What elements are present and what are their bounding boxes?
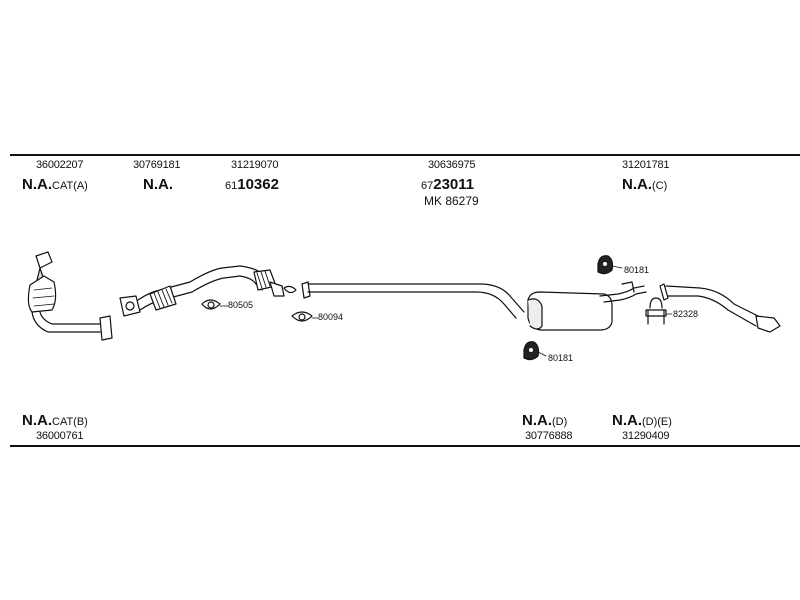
bottom-part-name-3-suffix: (D)(E) xyxy=(642,416,672,428)
article-number-3-prefix: 61 xyxy=(225,180,238,192)
clamp-82328 xyxy=(645,297,667,325)
bottom-part-name-2-text: N.A. xyxy=(522,412,552,429)
mk-number-4: MK 86279 xyxy=(424,194,479,208)
part-name-5: N.A.(C) xyxy=(622,177,667,192)
part-number-4: 30636975 xyxy=(428,159,476,171)
top-divider xyxy=(10,154,800,156)
bottom-part-number-2: 30776888 xyxy=(525,430,573,442)
bottom-part-name-1-text: N.A. xyxy=(22,412,52,429)
middle-pipe xyxy=(301,281,525,319)
article-number-4-main: 23011 xyxy=(433,176,475,193)
part-number-3: 31219070 xyxy=(231,159,279,171)
part-number-2: 30769181 xyxy=(133,159,181,171)
part-number-5: 31201781 xyxy=(622,159,670,171)
callout-80181-top: 80181 xyxy=(624,265,650,275)
rubber-hanger-bottom xyxy=(523,341,540,361)
gasket-small xyxy=(283,285,297,294)
gasket-80505 xyxy=(201,299,221,310)
bottom-part-number-1: 36000761 xyxy=(36,430,84,442)
bottom-part-name-1: N.A.CAT(B) xyxy=(22,413,88,428)
bottom-part-name-3: N.A.(D)(E) xyxy=(612,413,672,428)
callout-80505: 80505 xyxy=(228,300,254,310)
bottom-part-name-2: N.A.(D) xyxy=(522,413,567,428)
bottom-part-name-1-suffix: CAT(B) xyxy=(52,416,88,428)
bottom-part-name-2-suffix: (D) xyxy=(552,416,568,428)
article-number-3: 6110362 xyxy=(225,177,279,192)
callout-80094: 80094 xyxy=(318,312,344,322)
front-pipe-flex xyxy=(119,265,285,317)
part-name-5-text: N.A. xyxy=(622,176,652,193)
rear-silencer xyxy=(527,281,647,331)
article-number-4: 6723011 xyxy=(421,177,474,192)
catalytic-converter xyxy=(27,251,113,341)
part-name-1: N.A.CAT(A) xyxy=(22,177,88,192)
bottom-part-number-3: 31290409 xyxy=(622,430,670,442)
part-name-1-suffix: CAT(A) xyxy=(52,180,88,192)
callout-80181-bottom: 80181 xyxy=(548,353,574,363)
callout-82328: 82328 xyxy=(673,309,699,319)
tail-pipe xyxy=(659,283,781,333)
bottom-divider xyxy=(10,445,800,447)
article-number-3-main: 10362 xyxy=(237,176,279,193)
article-number-4-prefix: 67 xyxy=(421,180,434,192)
part-number-1: 36002207 xyxy=(36,159,84,171)
part-name-1-text: N.A. xyxy=(22,176,52,193)
rubber-hanger-top xyxy=(597,255,614,275)
part-name-5-suffix: (C) xyxy=(652,180,668,192)
bottom-part-name-3-text: N.A. xyxy=(612,412,642,429)
part-name-2: N.A. xyxy=(143,176,173,193)
leader-lines xyxy=(219,265,673,357)
gasket-80094 xyxy=(291,311,313,322)
